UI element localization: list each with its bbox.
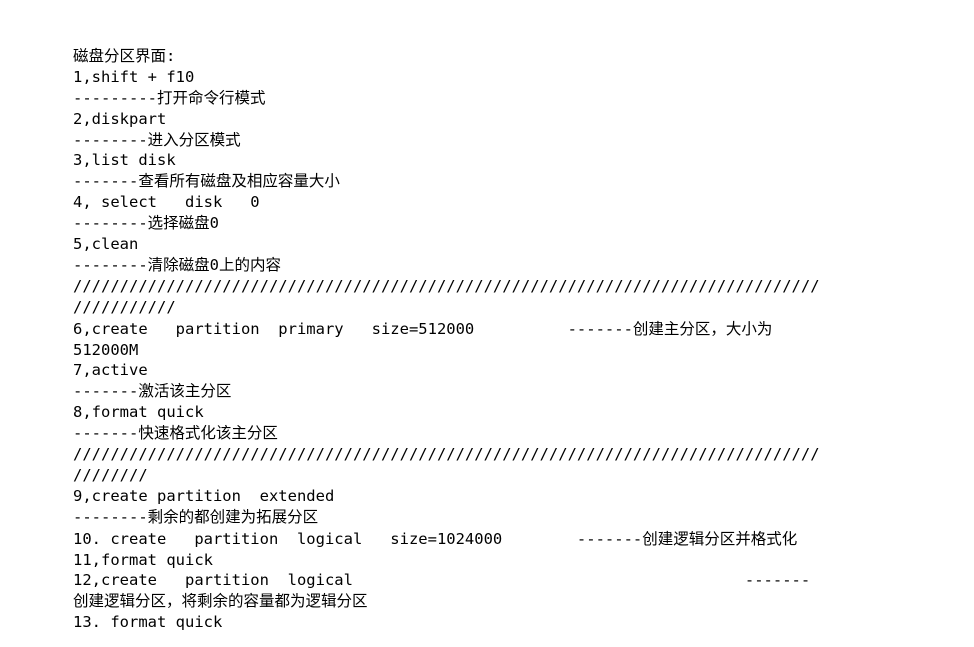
text-line: 8,format quick	[73, 403, 204, 422]
text-line: 512000M	[73, 340, 139, 359]
text-line: 11,format quick	[73, 550, 213, 569]
text-line: ---------打开命令行模式	[73, 88, 266, 107]
text-line: -------查看所有磁盘及相应容量大小	[73, 172, 340, 191]
text-line: -------快速格式化该主分区	[73, 424, 278, 443]
separator-line: ///////////	[73, 297, 176, 316]
text-line: 5,clean	[73, 235, 139, 254]
document-body: 磁盘分区界面: 1,shift + f10 ---------打开命令行模式 2…	[73, 46, 913, 633]
text-line: 创建逻辑分区，将剩余的容量都为逻辑分区	[73, 592, 368, 611]
text-line: 10. create partition logical size=102400…	[73, 529, 798, 548]
text-line: 磁盘分区界面:	[73, 47, 176, 65]
text-line: 9,create partition extended	[73, 486, 335, 505]
text-line: -------激活该主分区	[73, 382, 232, 401]
text-line: --------剩余的都创建为拓展分区	[73, 507, 319, 526]
text-line: --------进入分区模式	[73, 130, 241, 149]
text-line: 4, select disk 0	[73, 193, 260, 212]
separator-line: ////////////////////////////////////////…	[73, 445, 820, 464]
text-line: 6,create partition primary size=512000 -…	[73, 319, 773, 338]
text-line: --------清除磁盘0上的内容	[73, 255, 281, 274]
text-line: 7,active	[73, 361, 148, 380]
text-line: 2,diskpart	[73, 109, 167, 128]
text-line: 12,create partition logical -------	[73, 571, 811, 590]
separator-line: ////////	[73, 465, 148, 484]
separator-line: ////////////////////////////////////////…	[73, 276, 820, 295]
text-line: 3,list disk	[73, 151, 176, 170]
text-line: --------选择磁盘0	[73, 214, 219, 233]
text-line: 13. format quick	[73, 613, 223, 632]
text-line: 1,shift + f10	[73, 67, 195, 86]
